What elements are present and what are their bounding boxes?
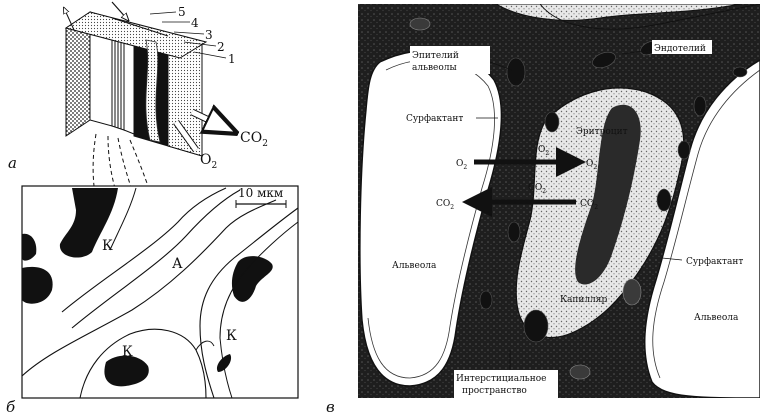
label-alveola-left: Альвеола (392, 261, 437, 271)
arrow-in-top (111, 1, 128, 20)
label-interstitial-1: Интерстициальное (456, 374, 546, 384)
scale-label: 10 мкм (238, 186, 283, 200)
layer-label-2: 2 (217, 40, 225, 54)
label-a: А (172, 256, 183, 272)
nucleus (693, 95, 707, 117)
membrane-8 (195, 340, 215, 351)
membrane-6 (219, 221, 299, 399)
layer-label-3: 3 (205, 28, 213, 42)
nucleus (544, 111, 560, 133)
membrane-7 (79, 328, 207, 399)
label-epithelium: Эпителий (412, 51, 459, 61)
membrane-5 (199, 207, 299, 399)
label-o2-top: O2 (538, 145, 549, 157)
block-top (64, 11, 208, 59)
membrane-4 (109, 187, 137, 251)
nucleus (656, 188, 672, 212)
label-surfactant-left: Сурфактант (406, 114, 463, 124)
blob-right (231, 256, 273, 302)
membrane-2 (71, 189, 241, 329)
erythrocyte (575, 104, 641, 285)
label-k-3: К (226, 328, 237, 344)
blob-left-2 (22, 266, 53, 304)
dashed-link-1 (92, 133, 104, 224)
label-o2-left: O2 (456, 159, 467, 171)
nucleus (479, 290, 493, 310)
gas-co2-label: CO2 (240, 130, 268, 149)
gas-o2-label: O2 (200, 152, 217, 171)
layer-label-4: 4 (191, 16, 199, 30)
nucleus (506, 57, 526, 87)
blob-bottom-right (216, 354, 232, 372)
nucleus (592, 51, 616, 69)
label-interstitial-2: пространство (462, 386, 527, 396)
label-capillary: Капилляр (560, 295, 607, 305)
red-cell-strip (145, 39, 161, 143)
label-k-1: К (102, 238, 113, 254)
label-co2-left: CO2 (436, 199, 454, 211)
panel-letter-a: а (8, 154, 17, 172)
alveolus-right (644, 59, 760, 398)
membrane-1 (61, 187, 227, 313)
panel-letter-v: в (326, 398, 335, 416)
top-capillary (495, 4, 741, 21)
alveolus-left (359, 49, 503, 387)
nucleus (569, 364, 591, 380)
label-o2-right: O2 (586, 159, 597, 171)
panel-b: 10 мкм К А К К б (6, 185, 299, 416)
nucleus (677, 140, 691, 160)
nucleus (409, 17, 431, 31)
label-k-2: К (122, 344, 133, 360)
blob-top (59, 188, 118, 258)
label-alveola-right: Альвеола (694, 313, 739, 323)
nucleus (622, 278, 642, 306)
layer-label-5: 5 (178, 5, 186, 19)
nucleus (523, 309, 549, 343)
arrow-up-left (64, 8, 75, 31)
nucleus (732, 66, 748, 78)
blob-left (22, 233, 37, 261)
panel-v: Эпителий альвеолы Эндотелий Сурфактант Э… (326, 4, 760, 416)
label-co2-right: CO2 (580, 199, 598, 211)
layer-label-1: 1 (228, 52, 236, 66)
blob-bottom (104, 355, 149, 387)
panel-letter-b: б (6, 398, 16, 416)
membrane-3 (21, 199, 277, 377)
nucleus (507, 221, 521, 243)
label-erythrocyte: Эритроцит (576, 127, 628, 137)
label-epithelium-2: альвеолы (412, 63, 457, 73)
label-endothelium: Эндотелий (654, 44, 706, 54)
label-surfactant-right: Сурфактант (686, 257, 743, 267)
label-co2-mid: CO2 (528, 183, 546, 195)
panel-b-frame (21, 185, 299, 399)
